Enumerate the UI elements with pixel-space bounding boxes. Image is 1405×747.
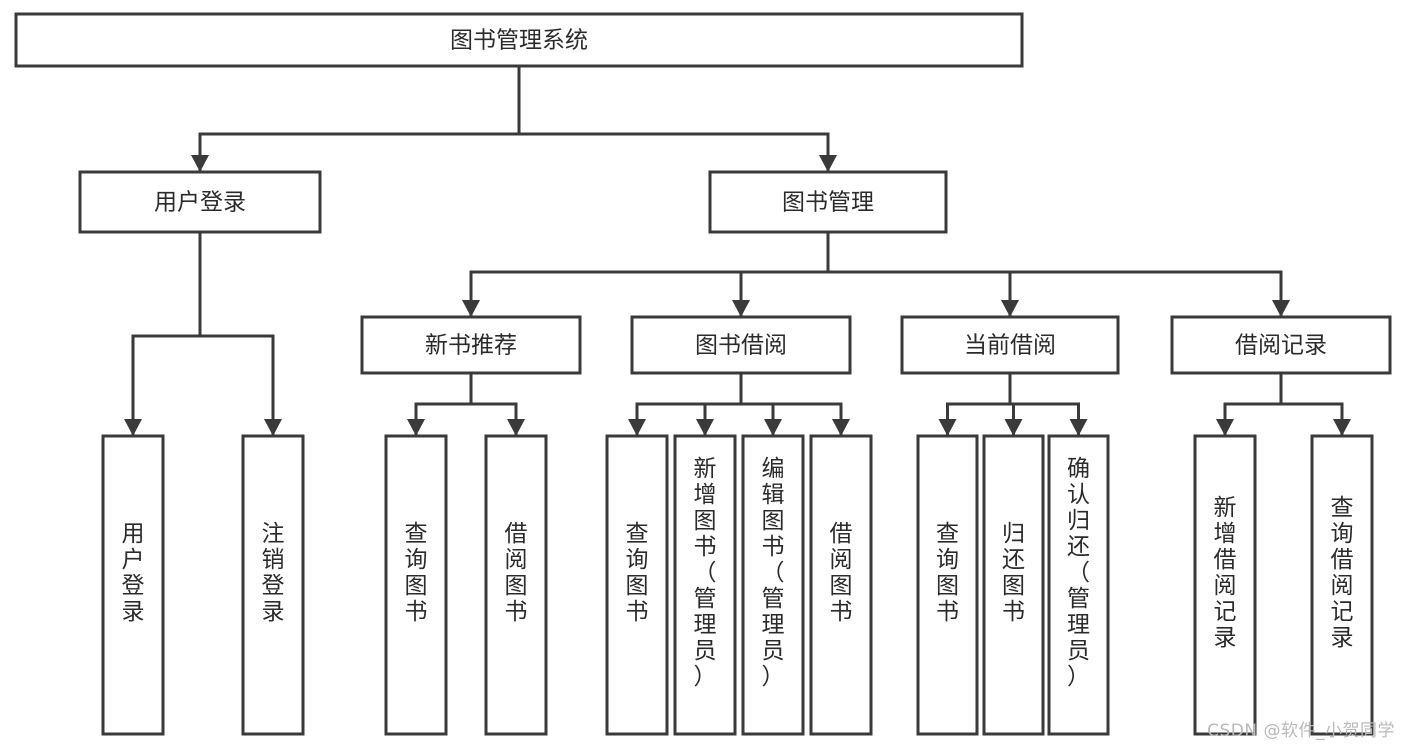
node-book-management[interactable]: 图书管理 xyxy=(708,170,948,234)
conn-booksys-to-level3 xyxy=(462,230,1290,318)
node-box-leaf-confirm-return xyxy=(1047,434,1110,736)
node-box-borrow-record xyxy=(1170,315,1392,375)
arrow-head-icon xyxy=(764,419,782,436)
node-box-leaf-add-book xyxy=(673,434,737,736)
arrow-head-icon xyxy=(938,419,957,436)
arrow-head-icon xyxy=(628,419,646,436)
arrow-head-icon xyxy=(1333,419,1351,436)
node-leaf-user-login[interactable]: 用户登录 xyxy=(101,434,165,736)
node-label-leaf-confirm-return: 确认归还（管理员） xyxy=(1067,456,1090,690)
arrow-head-icon xyxy=(124,419,142,436)
node-leaf-logout[interactable]: 注销登录 xyxy=(241,434,305,736)
arrow-head-icon xyxy=(732,300,750,317)
node-leaf-borrow-book-recommend[interactable]: 借阅图书 xyxy=(484,434,548,736)
node-label-root: 图书管理系统 xyxy=(450,28,588,54)
node-label-leaf-add-book: 新增图书（管理员） xyxy=(694,456,717,690)
node-label-leaf-query-book-recommend: 查询图书 xyxy=(405,521,428,625)
node-label-leaf-user-login: 用户登录 xyxy=(122,521,145,625)
conn-record-to-leaves xyxy=(1216,371,1351,437)
node-label-leaf-query-borrow-record: 查询借阅记录 xyxy=(1331,495,1354,651)
node-box-leaf-logout xyxy=(241,434,305,736)
arrow-head-icon xyxy=(1216,419,1234,436)
node-leaf-confirm-return[interactable]: 确认归还（管理员） xyxy=(1047,434,1110,736)
node-label-user-login: 用户登录 xyxy=(154,190,246,216)
arrow-head-icon xyxy=(1004,419,1023,436)
node-leaf-edit-book[interactable]: 编辑图书（管理员） xyxy=(741,434,805,736)
node-label-current-borrow: 当前借阅 xyxy=(964,333,1056,359)
node-leaf-query-book-borrow[interactable]: 查询图书 xyxy=(605,434,669,736)
node-leaf-return-book[interactable]: 归还图书 xyxy=(982,434,1045,736)
arrow-head-icon xyxy=(507,419,525,436)
node-box-leaf-borrow-book-recommend xyxy=(484,434,548,736)
node-box-user-login xyxy=(78,170,322,234)
node-box-leaf-user-login xyxy=(101,434,165,736)
node-label-leaf-return-book: 归还图书 xyxy=(1002,521,1025,625)
node-box-leaf-borrow-book xyxy=(809,434,873,736)
node-label-leaf-query-book-borrow: 查询图书 xyxy=(626,521,649,625)
node-new-book-recommend[interactable]: 新书推荐 xyxy=(360,315,582,375)
node-label-book-management: 图书管理 xyxy=(782,190,874,216)
node-current-borrow[interactable]: 当前借阅 xyxy=(900,315,1120,375)
node-root[interactable]: 图书管理系统 xyxy=(14,12,1024,68)
node-book-borrow[interactable]: 图书借阅 xyxy=(630,315,852,375)
conn-current-to-leaves xyxy=(938,371,1088,437)
conn-root-to-level2 xyxy=(191,64,837,173)
node-leaf-add-borrow-record[interactable]: 新增借阅记录 xyxy=(1193,434,1257,736)
node-box-book-management xyxy=(708,170,948,234)
node-box-leaf-add-borrow-record xyxy=(1193,434,1257,736)
node-label-new-book-recommend: 新书推荐 xyxy=(425,333,517,359)
node-box-root xyxy=(14,12,1024,68)
node-leaf-query-book-recommend[interactable]: 查询图书 xyxy=(384,434,448,736)
arrow-head-icon xyxy=(1001,300,1019,317)
node-box-leaf-query-book-current xyxy=(916,434,979,736)
node-leaf-query-book-current[interactable]: 查询图书 xyxy=(916,434,979,736)
node-borrow-record[interactable]: 借阅记录 xyxy=(1170,315,1392,375)
node-label-leaf-logout: 注销登录 xyxy=(262,521,285,625)
node-layer: 图书管理系统用户登录图书管理新书推荐图书借阅当前借阅借阅记录用户登录注销登录查询… xyxy=(14,12,1392,736)
node-leaf-query-borrow-record[interactable]: 查询借阅记录 xyxy=(1310,434,1374,736)
conn-userlogin-to-leaves xyxy=(124,230,282,437)
arrow-head-icon xyxy=(191,155,209,172)
arrow-head-icon xyxy=(1272,300,1290,317)
node-label-leaf-query-book-current: 查询图书 xyxy=(936,521,959,625)
node-label-borrow-record: 借阅记录 xyxy=(1235,333,1327,359)
node-leaf-borrow-book[interactable]: 借阅图书 xyxy=(809,434,873,736)
node-box-leaf-edit-book xyxy=(741,434,805,736)
node-box-leaf-query-book-recommend xyxy=(384,434,448,736)
csdn-watermark: CSDN @软件_小贺同学 xyxy=(1207,721,1395,741)
arrow-head-icon xyxy=(832,419,850,436)
node-label-leaf-borrow-book-recommend: 借阅图书 xyxy=(505,521,528,625)
arrow-head-icon xyxy=(1069,419,1088,436)
node-label-leaf-borrow-book: 借阅图书 xyxy=(830,521,853,625)
node-box-book-borrow xyxy=(630,315,852,375)
node-box-leaf-query-borrow-record xyxy=(1310,434,1374,736)
node-box-new-book-recommend xyxy=(360,315,582,375)
arrow-head-icon xyxy=(407,419,425,436)
arrow-head-icon xyxy=(696,419,714,436)
arrow-head-icon xyxy=(819,155,837,172)
conn-recommend-to-leaves xyxy=(407,371,525,437)
node-label-leaf-edit-book: 编辑图书（管理员） xyxy=(762,456,785,690)
node-label-book-borrow: 图书借阅 xyxy=(695,333,787,359)
conn-borrow-to-leaves xyxy=(628,371,850,437)
node-box-current-borrow xyxy=(900,315,1120,375)
arrow-head-icon xyxy=(462,300,480,317)
connector-layer xyxy=(124,64,1351,437)
node-leaf-add-book[interactable]: 新增图书（管理员） xyxy=(673,434,737,736)
node-label-leaf-add-borrow-record: 新增借阅记录 xyxy=(1214,495,1237,651)
arrow-head-icon xyxy=(264,419,282,436)
node-box-leaf-query-book-borrow xyxy=(605,434,669,736)
node-user-login[interactable]: 用户登录 xyxy=(78,170,322,234)
node-box-leaf-return-book xyxy=(982,434,1045,736)
